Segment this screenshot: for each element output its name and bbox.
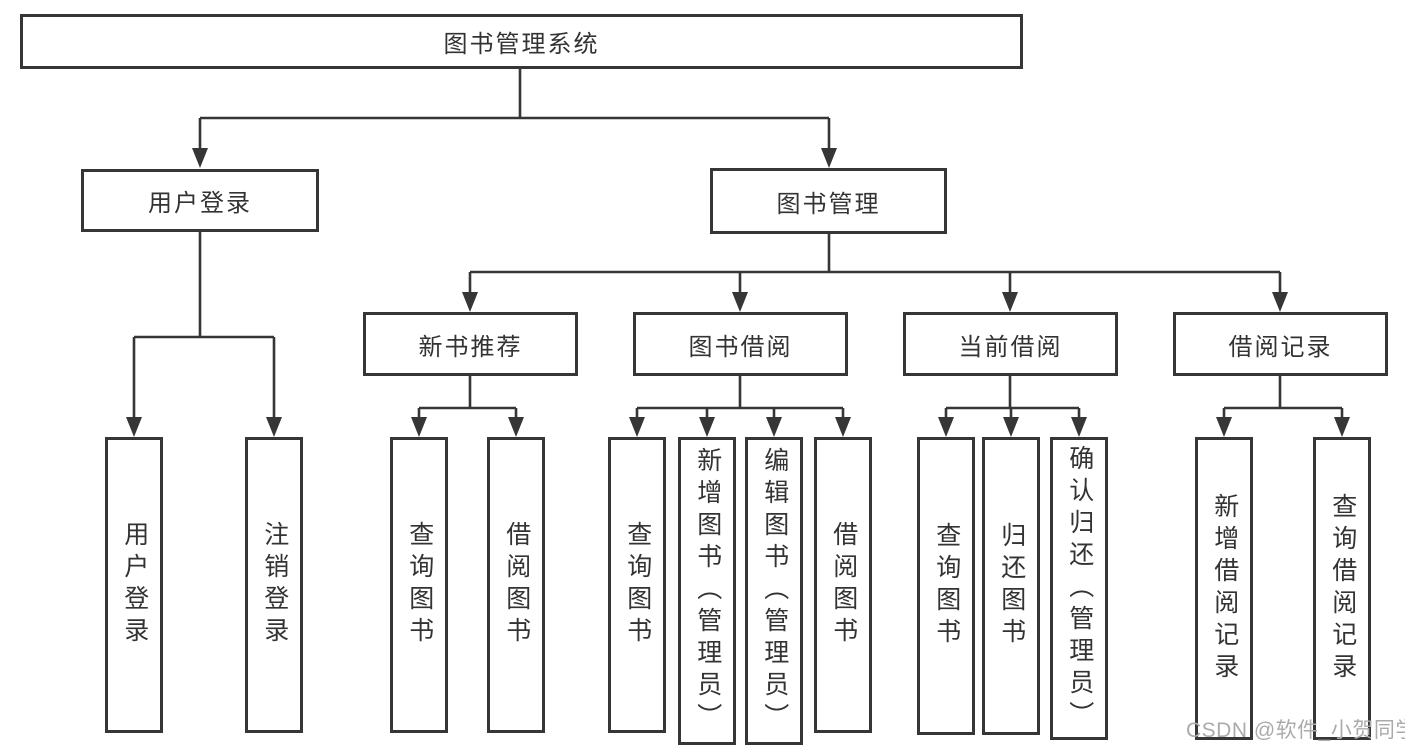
leaf-borrow-book-recommend: 借阅图书 [487, 437, 545, 733]
leaf-query-books-borrow-label: 查询图书 [623, 521, 652, 649]
node-current-borrow-label: 当前借阅 [958, 333, 1063, 361]
node-book-borrow: 图书借阅 [633, 312, 848, 376]
node-user-login-label: 用户登录 [148, 190, 252, 217]
node-root: 图书管理系统 [20, 14, 1023, 69]
node-borrow-records: 借阅记录 [1173, 312, 1388, 376]
leaf-query-borrow-record-label: 查询借阅记录 [1328, 492, 1357, 685]
leaf-edit-book-admin: 编辑图书（管理员） [745, 437, 803, 745]
node-current-borrow: 当前借阅 [903, 312, 1118, 376]
leaf-borrow-book-label: 借阅图书 [829, 521, 858, 649]
node-book-borrow-label: 图书借阅 [688, 333, 793, 361]
watermark: CSDN @软件_小贺同学 [1186, 719, 1405, 742]
leaf-return-book-label: 归还图书 [997, 522, 1026, 650]
leaf-logout: 注销登录 [245, 437, 303, 733]
leaf-add-borrow-record: 新增借阅记录 [1195, 437, 1253, 740]
leaf-confirm-return-admin: 确认归还（管理员） [1050, 437, 1108, 740]
leaf-add-book-admin-label: 新增图书（管理员） [693, 447, 722, 735]
leaf-borrow-book: 借阅图书 [814, 437, 872, 733]
node-root-label: 图书管理系统 [443, 31, 600, 58]
leaf-query-books-recommend: 查询图书 [390, 437, 448, 733]
leaf-borrow-book-recommend-label: 借阅图书 [502, 521, 531, 649]
leaf-edit-book-admin-label: 编辑图书（管理员） [760, 447, 789, 735]
leaf-query-books-current: 查询图书 [917, 437, 975, 735]
node-new-book-recommend: 新书推荐 [363, 312, 578, 376]
node-user-login: 用户登录 [81, 169, 319, 232]
leaf-add-borrow-record-label: 新增借阅记录 [1210, 492, 1239, 685]
leaf-query-books-borrow: 查询图书 [608, 437, 666, 733]
leaf-query-borrow-record: 查询借阅记录 [1313, 437, 1371, 740]
leaf-return-book: 归还图书 [982, 437, 1040, 735]
leaf-query-books-current-label: 查询图书 [932, 522, 961, 650]
node-borrow-records-label: 借阅记录 [1228, 333, 1333, 361]
leaf-user-login-label: 用户登录 [120, 521, 149, 649]
leaf-confirm-return-admin-label: 确认归还（管理员） [1065, 444, 1094, 733]
leaf-user-login: 用户登录 [105, 437, 163, 733]
leaf-add-book-admin: 新增图书（管理员） [678, 437, 736, 745]
node-new-book-recommend-label: 新书推荐 [418, 333, 523, 361]
node-book-management: 图书管理 [710, 168, 947, 234]
node-book-management-label: 图书管理 [776, 190, 881, 218]
leaf-query-books-recommend-label: 查询图书 [405, 521, 434, 649]
leaf-logout-label: 注销登录 [260, 521, 289, 649]
